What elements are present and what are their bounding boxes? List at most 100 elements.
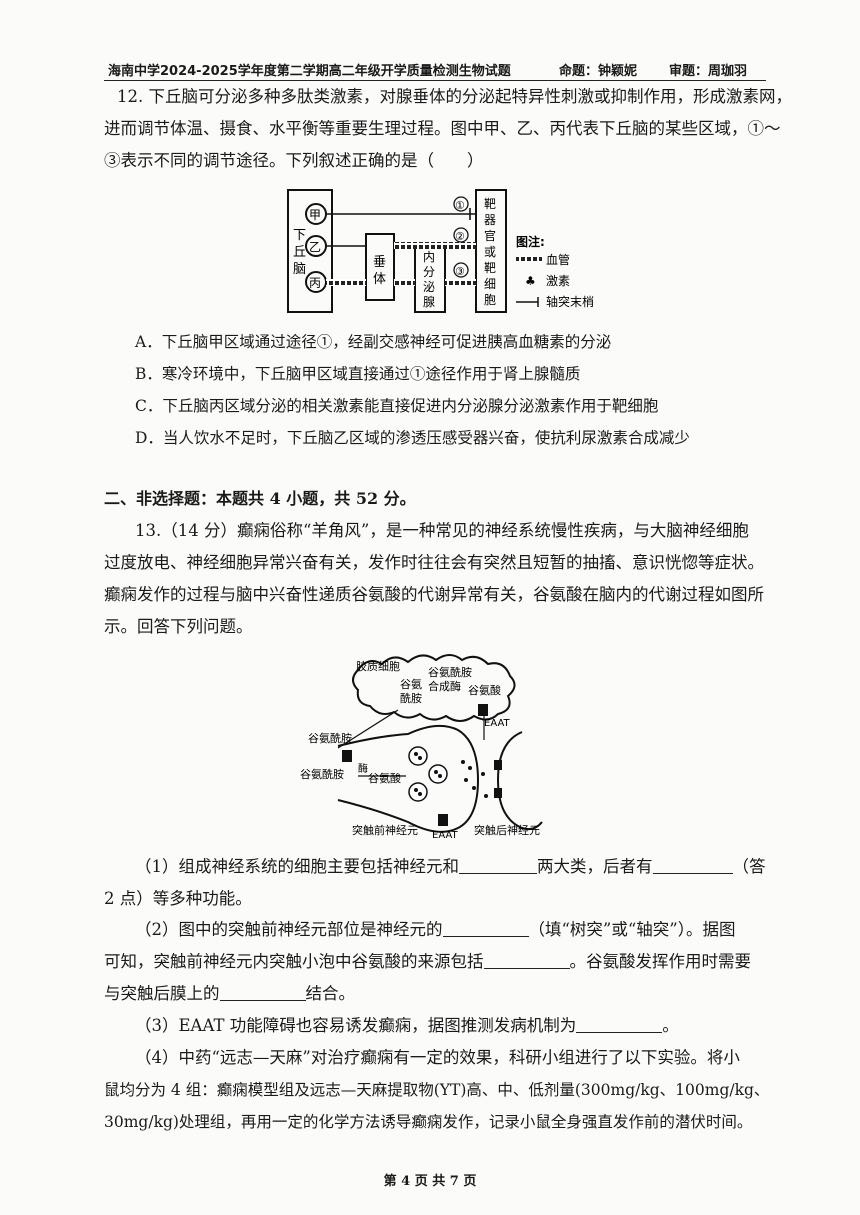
hypothalamus-box xyxy=(287,189,333,313)
q12-line-2: 进而调节体温、摄食、水平衡等重要生理过程。图中甲、乙、丙代表下丘脑的某些区域，①… xyxy=(104,119,781,138)
path-2-vessel xyxy=(394,242,476,249)
section-2-heading: 二、非选择题：本题共 4 小题，共 52 分。 xyxy=(104,489,416,508)
q12-option-d: D．当人饮水不足时，下丘脑乙区域的渗透压感受器兴奋，使抗利尿激素合成减少 xyxy=(135,429,690,447)
target-box xyxy=(475,189,507,313)
q13-sub2-e: 与突触后膜上的 xyxy=(104,984,220,1003)
enzyme-label: 酶 xyxy=(358,762,368,775)
arrow-glial-out xyxy=(337,709,399,749)
q12-line-1: 12. 下丘脑可分泌多种多肽类激素，对腺垂体的分泌起特异性刺激或抑制作用，形成激… xyxy=(117,87,792,106)
q13-line-1: 13.（14 分）癫痫俗称“羊角风”，是一种常见的神经系统慢性疾病，与大脑神经细… xyxy=(135,521,749,540)
pituitary-box xyxy=(365,233,395,301)
endocrine-char-3: 泌 xyxy=(423,280,435,294)
q13-sub2-line-2: 可知，突触前神经元内突触小泡中谷氨酸的来源包括 。谷氨酸发挥作用时需要 xyxy=(104,951,751,973)
q13-sub3-b: 。 xyxy=(662,1016,679,1035)
q13-sub1-line-2: 2 点）等多种功能。 xyxy=(104,889,252,908)
legend-axon-swatch xyxy=(516,297,539,307)
path-3-label: ③ xyxy=(455,265,465,278)
glutamine-inside-1: 谷氨 xyxy=(400,678,422,691)
header-title: 海南中学2024-2025学年度第二学期高二年级开学质量检测生物试题 xyxy=(108,64,511,79)
synthase-label-1: 谷氨酰胺 xyxy=(428,665,472,679)
glutamate-diagram: 胶质细胞 谷氨酰胺 合成酶 谷氨 酰胺 谷氨酸 EAAT EAAT xyxy=(300,654,543,840)
q13-sub4-line-1: （4）中药“远志—天麻”对治疗癫痫有一定的效果，科研小组进行了以下实验。将小 xyxy=(135,1048,740,1067)
endocrine-char-2: 分 xyxy=(423,265,435,279)
path-3-vessel-a xyxy=(326,279,366,286)
legend-axon-label: 轴突末梢 xyxy=(546,294,594,309)
q13-sub1-a: （1）组成神经系统的细胞主要包括神经元和 xyxy=(135,857,459,876)
postsynaptic-outline xyxy=(496,731,543,831)
q13-line-3: 癫痫发作的过程与脑中兴奋性递质谷氨酸的代谢异常有关，谷氨酸在脑内的代谢过程如图所 xyxy=(104,585,764,604)
endocrine-char-1: 内 xyxy=(423,250,435,264)
region-jia-label: 甲 xyxy=(309,208,321,222)
page-footer: 第 4 页 共 7 页 xyxy=(383,1174,477,1189)
receptor-1 xyxy=(494,760,502,770)
q13-sub2-line-1: （2）图中的突触前神经元部位是神经元的（填“树突”或“轴突”）。据图 xyxy=(135,919,736,941)
q12-option-b: B．寒冷环境中，下丘脑甲区域直接通过①途径作用于肾上腺髓质 xyxy=(135,365,581,383)
q13-sub4-line-2: 鼠均分为 4 组：癫痫模型组及远志—天麻提取物(YT)高、中、低剂量(300mg… xyxy=(104,1081,770,1099)
q12-option-c: C．下丘脑丙区域分泌的相关激素能直接促进内分泌腺分泌激素作用于靶细胞 xyxy=(135,397,659,415)
q13-line-2: 过度放电、神经细胞异常兴奋有关，发作时往往会有突然且短暂的抽搐、意识恍惚等症状。 xyxy=(104,553,764,572)
path-3-marker xyxy=(453,262,469,278)
q13-sub1-line-1: （1）组成神经系统的细胞主要包括神经元和 两大类，后者有 （答 xyxy=(135,856,766,878)
hypo-char-3: 脑 xyxy=(293,262,306,277)
q12-option-a: A．下丘脑甲区域通过途径①，经副交感神经可促进胰高血糖素的分泌 xyxy=(135,333,612,351)
target-char-1: 靶 xyxy=(484,197,496,211)
answer-blank-2[interactable] xyxy=(652,857,733,874)
eaat-pre-label: EAAT xyxy=(432,830,459,840)
answer-blank-1[interactable] xyxy=(459,857,537,874)
target-char-7: 胞 xyxy=(484,293,496,307)
q13-sub4-line-3: 30mg/kg)处理组，再用一定的化学方法诱导癫痫发作，记录小鼠全身强直发作前的… xyxy=(104,1113,753,1131)
glutamine-inside-2: 酰胺 xyxy=(400,691,422,705)
path-3-vessel-c xyxy=(445,279,476,286)
target-char-5: 靶 xyxy=(484,261,496,275)
path-3-vessel-b xyxy=(394,279,415,286)
q13-sub1-c: （答 xyxy=(732,857,766,876)
answer-blank-4[interactable] xyxy=(483,952,570,969)
path-1-label: ① xyxy=(455,199,465,212)
legend-hormone-label: 激素 xyxy=(546,274,570,288)
glutamine-mid-label: 谷氨酰胺 xyxy=(300,767,344,781)
transporter-pre xyxy=(342,750,352,762)
q13-sub3-a: （3）EAAT 功能障碍也容易诱发癫痫，据图推测发病机制为 xyxy=(135,1016,577,1035)
vesicle-2 xyxy=(428,764,448,784)
hypothalamus-diagram: 下 丘 脑 甲 乙 丙 垂 体 内 分 泌 腺 靶 器 官 或 靶 细 胞 ① xyxy=(287,189,594,313)
answer-blank-3[interactable] xyxy=(442,920,529,937)
hypo-char-2: 丘 xyxy=(293,245,306,260)
q13-sub2-c: 可知，突触前神经元内突触小泡中谷氨酸的来源包括 xyxy=(104,952,484,971)
eaat-glial-label: EAAT xyxy=(484,718,511,729)
q13-sub2-f: 结合。 xyxy=(305,984,356,1003)
region-bing-label: 丙 xyxy=(309,276,321,290)
glutamate-top-label: 谷氨酸 xyxy=(468,683,501,697)
endocrine-char-4: 腺 xyxy=(423,295,435,309)
eaat-glial xyxy=(478,704,488,716)
synthase-label-2: 合成酶 xyxy=(428,679,461,693)
path-1-terminal xyxy=(469,208,476,220)
target-char-6: 细 xyxy=(484,277,496,291)
q13-sub2-b: （填“树突”或“轴突”）。据图 xyxy=(528,920,736,939)
target-char-4: 或 xyxy=(484,245,496,259)
page-header: 海南中学2024-2025学年度第二学期高二年级开学质量检测生物试题 命题：钟颖… xyxy=(104,58,766,81)
legend-vessel-label: 血管 xyxy=(546,252,570,267)
q13-sub1-b: 两大类，后者有 xyxy=(537,857,653,876)
q12-line-3: ③表示不同的调节途径。下列叙述正确的是（ ） xyxy=(104,151,484,170)
answer-blank-6[interactable] xyxy=(576,1016,663,1033)
eaat-pre xyxy=(438,814,448,826)
q13-sub2-d: 。谷氨酸发挥作用时需要 xyxy=(569,952,752,971)
target-char-2: 器 xyxy=(484,213,496,227)
legend-vessel-swatch xyxy=(516,256,542,262)
pre-neuron-label: 突触前神经元 xyxy=(352,823,418,837)
q13-sub2-line-3: 与突触后膜上的 结合。 xyxy=(104,983,355,1005)
header-author: 命题：钟颖妮 xyxy=(559,64,638,79)
hypo-char-1: 下 xyxy=(293,228,306,243)
pituitary-char-2: 体 xyxy=(373,272,386,287)
receptor-2 xyxy=(494,788,502,798)
q13-line-4: 示。回答下列问题。 xyxy=(104,617,253,636)
glial-cell-outline xyxy=(352,654,516,722)
header-reviewer: 审题：周珈羽 xyxy=(669,64,748,79)
legend-hormone-swatch: ♣ xyxy=(525,274,536,288)
path-1-marker xyxy=(453,196,469,212)
glial-label: 胶质细胞 xyxy=(356,659,400,673)
legend-title: 图注: xyxy=(516,234,545,249)
answer-blank-5[interactable] xyxy=(219,984,306,1001)
glutamine-left-label: 谷氨酰胺 xyxy=(308,731,352,745)
